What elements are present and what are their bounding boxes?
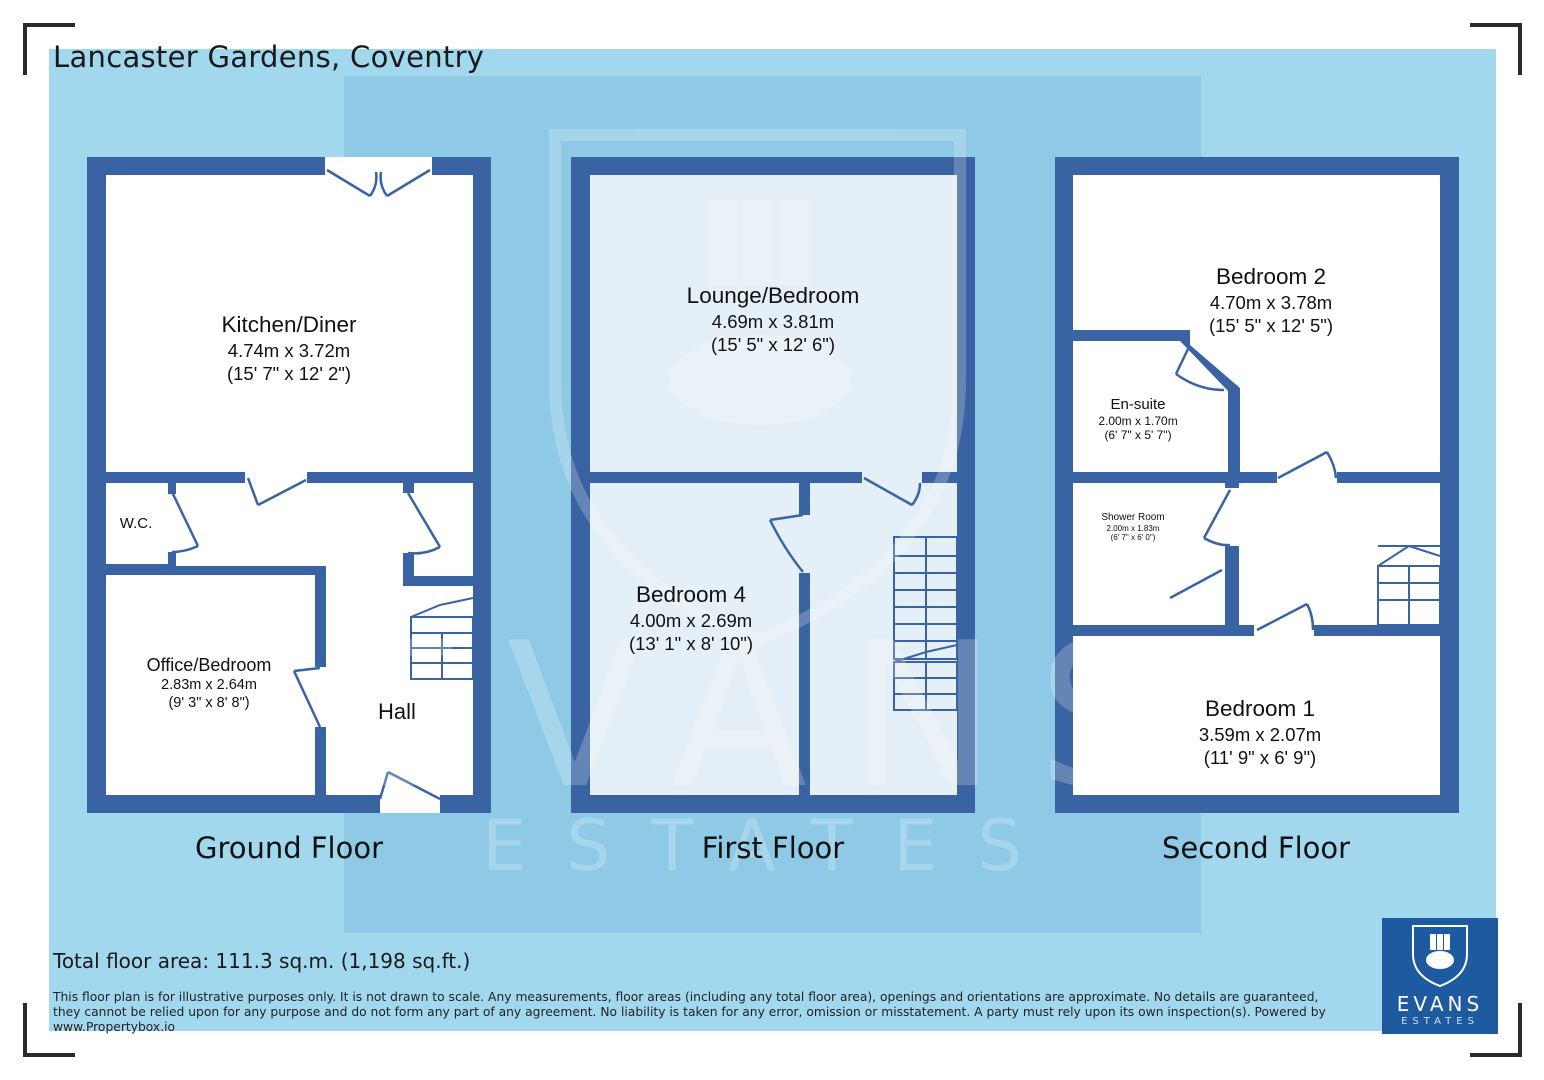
- first-stairs: [893, 536, 958, 711]
- room-metric: 4.70m x 3.78m: [1209, 292, 1333, 313]
- room-imperial: (6' 7" x 5' 7"): [1104, 428, 1172, 442]
- room-shower-room: Shower Room 2.00m x 1.83m (6' 7" x 6' 0"…: [1101, 512, 1164, 542]
- room-metric: 2.00m x 1.70m: [1098, 414, 1178, 428]
- ground-floor-plan: [87, 157, 491, 813]
- first-floor-plan: [571, 157, 975, 813]
- room-office-bedroom: Office/Bedroom 2.83m x 2.64m (9' 3" x 8'…: [147, 654, 272, 712]
- room-imperial: (6' 7" x 6' 0"): [1110, 533, 1156, 542]
- shield-icon: [1412, 925, 1468, 988]
- room-name: En-suite: [1110, 396, 1166, 413]
- room-name: Bedroom 1: [1204, 696, 1316, 721]
- watermark: EVANS ESTATES: [340, 129, 1204, 887]
- room-bedroom-4: Bedroom 4 4.00m x 2.69m (13' 1" x 8' 10"…: [629, 581, 753, 655]
- hall-room: [176, 483, 473, 795]
- total-floor-area: Total floor area: 111.3 sq.m. (1,198 sq.…: [53, 949, 471, 973]
- room-imperial: (15' 5" x 12' 6"): [710, 334, 836, 355]
- ground-stairs: [410, 597, 474, 680]
- wc-room: [106, 483, 168, 564]
- first-landing: [810, 483, 957, 795]
- room-metric: 4.69m x 3.81m: [711, 311, 835, 332]
- bedroom-2-room: [1073, 175, 1440, 472]
- room-name: Bedroom 2: [1215, 264, 1327, 289]
- room-name: Hall: [378, 699, 416, 724]
- room-imperial: (15' 7" x 12' 2"): [226, 363, 352, 384]
- room-hall: Hall: [378, 699, 416, 725]
- bedroom-4-room: [590, 483, 799, 795]
- room-en-suite: En-suite 2.00m x 1.70m (6' 7" x 5' 7"): [1098, 396, 1177, 442]
- room-name: Bedroom 4: [635, 582, 747, 607]
- en-suite-room: [1073, 341, 1228, 472]
- room-name: Shower Room: [1101, 512, 1165, 523]
- room-name: Office/Bedroom: [146, 655, 272, 675]
- room-metric: 4.00m x 2.69m: [629, 610, 753, 631]
- room-bedroom-2: Bedroom 2 4.70m x 3.78m (15' 5" x 12' 5"…: [1209, 263, 1333, 337]
- room-metric: 3.59m x 2.07m: [1198, 724, 1322, 745]
- room-lounge-bedroom: Lounge/Bedroom 4.69m x 3.81m (15' 5" x 1…: [687, 282, 860, 356]
- room-imperial: (13' 1" x 8' 10"): [628, 633, 754, 654]
- cupboard-room: [414, 483, 473, 576]
- room-metric: 4.74m x 3.72m: [227, 340, 351, 361]
- room-imperial: (15' 5" x 12' 5"): [1208, 315, 1334, 336]
- floor-label-ground: Ground Floor: [194, 831, 384, 865]
- floor-label-first: First Floor: [701, 831, 845, 865]
- evans-estates-logo: EVANS ESTATES: [1382, 918, 1498, 1034]
- kitchen-diner-room: [106, 175, 473, 472]
- crop-marks: [23, 23, 1522, 1057]
- room-name: Kitchen/Diner: [221, 312, 357, 337]
- watermark-sub: ESTATES: [482, 805, 1062, 887]
- bedroom-1-room: [1073, 636, 1440, 795]
- room-bedroom-1: Bedroom 1 3.59m x 2.07m (11' 9" x 6' 9"): [1199, 695, 1321, 769]
- second-stairs: [1377, 544, 1441, 626]
- disclaimer-text: This floor plan is for illustrative purp…: [53, 990, 1326, 1034]
- lounge-bedroom-room: [590, 175, 957, 472]
- room-kitchen-diner: Kitchen/Diner 4.74m x 3.72m (15' 7" x 12…: [221, 311, 356, 385]
- room-name: Lounge/Bedroom: [686, 283, 860, 308]
- watermark-main: EVANS: [340, 600, 1204, 833]
- room-metric: 2.00m x 1.83m: [1106, 524, 1160, 533]
- room-imperial: (11' 9" x 6' 9"): [1203, 747, 1317, 768]
- office-bedroom-room: [106, 575, 315, 795]
- room-metric: 2.83m x 2.64m: [161, 677, 257, 693]
- logo-main-text: EVANS: [1396, 992, 1484, 1016]
- room-imperial: (9' 3" x 8' 8"): [168, 695, 250, 711]
- plan-title: Lancaster Gardens, Coventry: [53, 40, 485, 74]
- floor-label-second: Second Floor: [1161, 831, 1351, 865]
- second-landing: [1239, 483, 1440, 625]
- logo-sub-text: ESTATES: [1401, 1016, 1479, 1027]
- room-name: W.C.: [119, 515, 153, 532]
- room-wc: W.C.: [120, 515, 153, 532]
- second-floor-plan: [1055, 157, 1459, 813]
